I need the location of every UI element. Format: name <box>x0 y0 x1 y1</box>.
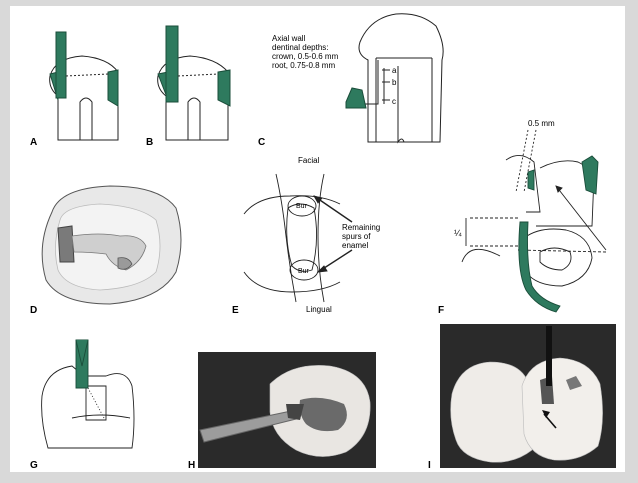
panel-h-photo <box>198 352 376 468</box>
panel-i-label: I <box>428 460 431 471</box>
panel-f-diagram <box>461 129 607 313</box>
panel-c-note-line-3: crown, 0.5-0.6 mm <box>272 52 339 61</box>
panel-e-spurs-line-2: spurs of <box>342 232 371 241</box>
panel-c-mark-b: b <box>392 78 397 87</box>
panel-e-label: E <box>232 305 239 316</box>
panel-c-note-line-1: Axial wall <box>272 34 306 43</box>
panel-f-label: F <box>438 305 444 316</box>
panel-i-photo <box>440 324 616 468</box>
panel-e-facial: Facial <box>298 156 320 165</box>
panel-c-label: C <box>258 137 265 148</box>
panel-a-label: A <box>30 137 37 148</box>
panel-d-label: D <box>30 305 37 316</box>
panel-e-lingual: Lingual <box>306 305 332 314</box>
panel-e-bur-bottom: Bur <box>298 268 310 275</box>
panel-b-label: B <box>146 137 153 148</box>
panel-e-outline-diagram <box>243 173 353 303</box>
panel-c-mark-c: c <box>392 97 396 106</box>
panel-c-note-line-2: dentinal depths: <box>272 43 329 52</box>
panel-b-tooth-diagram <box>157 25 231 141</box>
panel-h-label: H <box>188 460 195 471</box>
panel-f-measure: 0.5 mm <box>528 119 555 128</box>
panel-e-spurs-line-1: Remaining <box>342 223 380 232</box>
panel-c-note-line-4: root, 0.75-0.8 mm <box>272 61 335 70</box>
panel-e-spurs-line-3: enamel <box>342 241 368 250</box>
panel-g-label: G <box>30 460 38 471</box>
panel-g-tooth-diagram <box>41 339 135 449</box>
panel-f-fraction: ¼ <box>454 228 462 238</box>
panel-e-bur-top: Bur <box>296 203 308 210</box>
panel-c-mark-a: a <box>392 66 397 75</box>
panel-a-tooth-diagram <box>49 31 119 141</box>
panel-c-tooth-cross-section <box>345 13 444 144</box>
panel-d-tooth-occlusal-view <box>41 185 182 305</box>
